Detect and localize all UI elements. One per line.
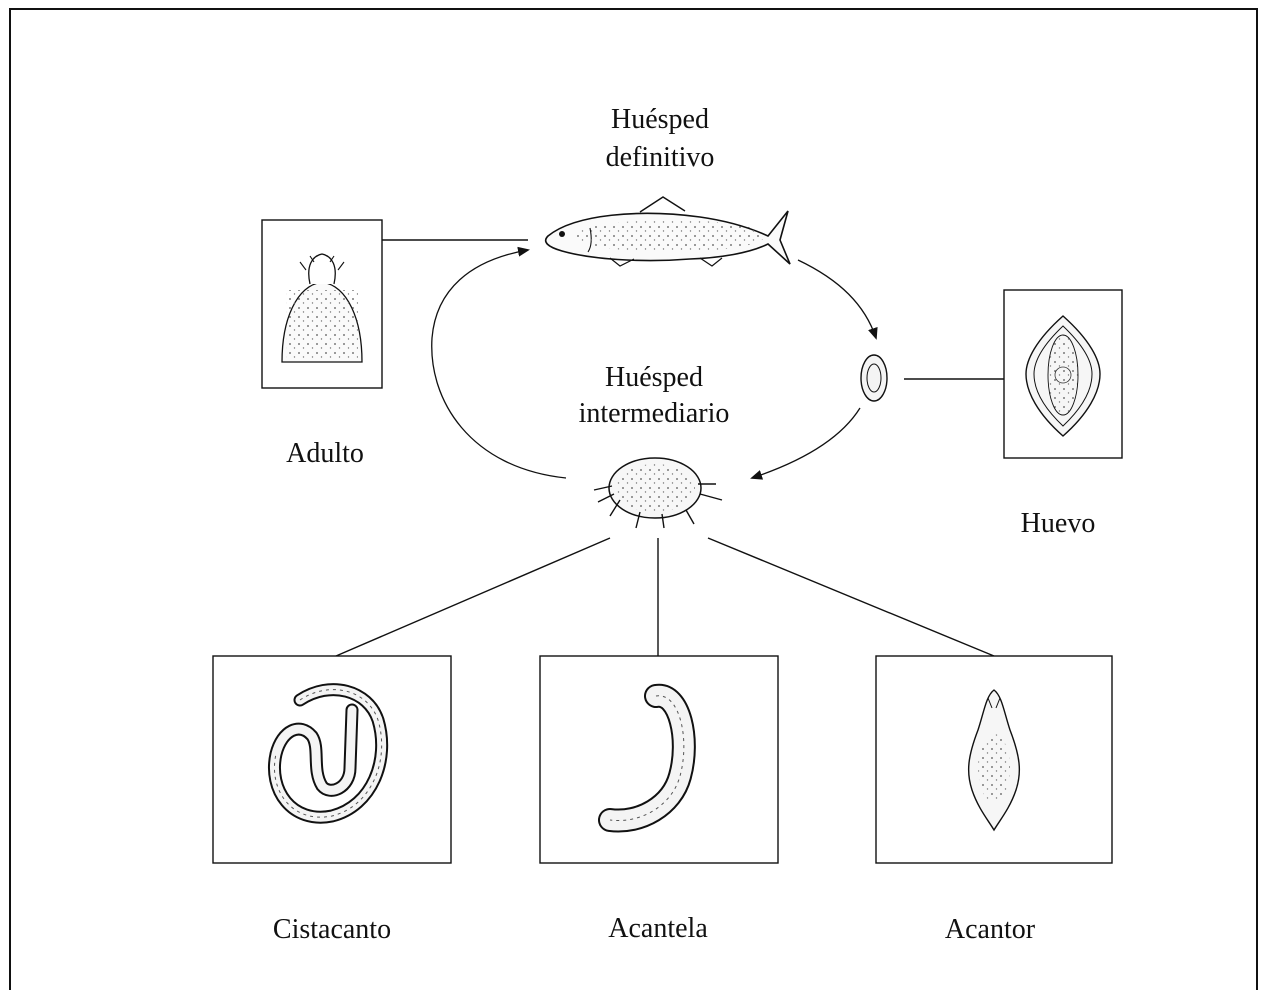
definitive-host-label-line1: Huésped xyxy=(611,104,709,135)
intermediate-host-label-line2: intermediario xyxy=(579,398,730,429)
intermediate-host-label-line1: Huésped xyxy=(605,362,703,393)
cystacanth-label: Cistacanto xyxy=(273,914,391,945)
arrow-fish-to-egg xyxy=(798,260,876,338)
mite-illustration xyxy=(594,458,722,528)
arrow-mite-to-fish xyxy=(432,250,566,478)
acanthella-label: Acantela xyxy=(608,913,708,944)
arrow-egg-to-mite xyxy=(752,408,860,478)
connector-mite-to-cystacanth xyxy=(336,538,610,656)
connector-mite-to-acanthor xyxy=(708,538,994,656)
egg-small-illustration xyxy=(861,355,887,401)
definitive-host-label-line2: definitivo xyxy=(606,142,715,173)
acanthor-label: Acantor xyxy=(945,914,1036,945)
egg-label: Huevo xyxy=(1021,508,1096,539)
adult-label: Adulto xyxy=(286,438,364,469)
fish-illustration xyxy=(546,197,790,266)
